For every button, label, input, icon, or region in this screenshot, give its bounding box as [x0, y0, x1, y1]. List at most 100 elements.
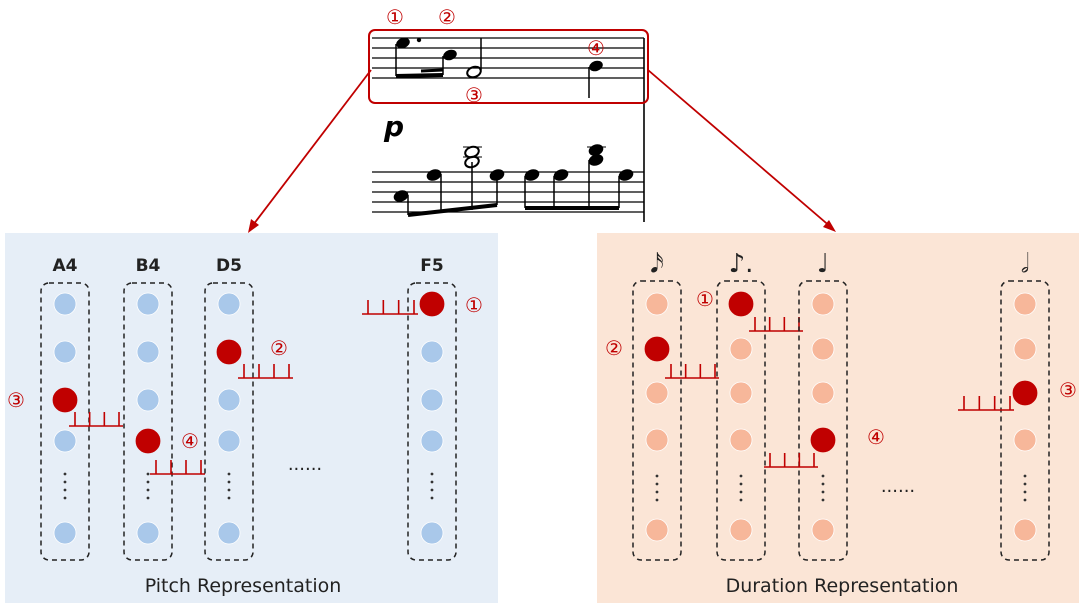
- vertical-ellipsis-dot: [655, 482, 659, 486]
- dynamic-marking: p: [383, 110, 404, 143]
- vertical-ellipsis-dot: [63, 488, 67, 492]
- unit-dot: [217, 521, 241, 545]
- unit-dot: [53, 429, 77, 453]
- unit-dot: [136, 340, 160, 364]
- arrow-to-duration: [647, 69, 833, 229]
- unit-dot: [53, 521, 77, 545]
- vertical-ellipsis-dot: [146, 480, 150, 484]
- duration-activation-ruler: [764, 453, 818, 468]
- arrow-head-left-icon: [248, 219, 259, 233]
- bass-staff: [372, 171, 644, 213]
- vertical-ellipsis-dot: [430, 496, 434, 500]
- pitch-column-3: D5②: [204, 256, 293, 561]
- unit-dot: [420, 388, 444, 412]
- unit-dot: [53, 340, 77, 364]
- pitch-marker: ②: [270, 336, 288, 360]
- vertical-ellipsis-dot: [821, 498, 825, 502]
- unit-dot: [811, 381, 835, 405]
- vertical-ellipsis-dot: [430, 480, 434, 484]
- vertical-ellipsis-dot: [227, 472, 231, 476]
- pitch-column-box: [123, 282, 173, 561]
- pitch-panel: [5, 233, 498, 603]
- unit-dot: [729, 337, 753, 361]
- vertical-ellipsis-dot: [655, 498, 659, 502]
- pitch-caption: Pitch Representation: [145, 575, 342, 597]
- vertical-ellipsis-dot: [739, 482, 743, 486]
- unit-dot: [136, 388, 160, 412]
- unit-dot: [729, 428, 753, 452]
- duration-column-box: [1000, 280, 1050, 561]
- quarter-note-icon: ♩: [817, 249, 829, 279]
- vertical-ellipsis-dot: [655, 474, 659, 478]
- vertical-ellipsis-dot: [430, 472, 434, 476]
- vertical-ellipsis-dot: [821, 482, 825, 486]
- unit-dot: [645, 518, 669, 542]
- unit-dot: [1013, 428, 1037, 452]
- vertical-ellipsis-dot: [1023, 490, 1027, 494]
- duration-column-3: ♩④: [764, 249, 885, 561]
- active-unit-dot: [728, 291, 754, 317]
- unit-dot: [645, 381, 669, 405]
- pitch-activation-ruler: [238, 364, 293, 379]
- connector-arrows: [248, 69, 836, 233]
- vertical-ellipsis-dot: [739, 498, 743, 502]
- active-unit-dot: [644, 336, 670, 362]
- highlight-box: [368, 29, 649, 104]
- callout-3: ③: [465, 83, 483, 107]
- duration-column-1: 𝅘𝅥𝅯②: [605, 249, 719, 561]
- callout-1: ①: [386, 5, 404, 29]
- pitch-label-b4: B4: [136, 256, 161, 276]
- active-unit-dot: [1012, 380, 1038, 406]
- unit-dot: [811, 337, 835, 361]
- pitch-column-4: F5①: [362, 256, 483, 561]
- pitch-marker: ③: [7, 388, 25, 412]
- duration-marker: ①: [696, 287, 714, 311]
- arrow-head-right-icon: [823, 220, 836, 232]
- active-unit-dot: [419, 291, 445, 317]
- duration-caption: Duration Representation: [726, 575, 959, 597]
- unit-dot: [811, 292, 835, 316]
- vertical-ellipsis-dot: [1023, 498, 1027, 502]
- pitch-marker: ④: [181, 429, 199, 453]
- pitch-label-a4: A4: [53, 256, 78, 276]
- duration-column-box: [632, 280, 682, 561]
- vertical-ellipsis-dot: [821, 474, 825, 478]
- callout-2: ②: [438, 5, 456, 29]
- vertical-ellipsis-dot: [1023, 474, 1027, 478]
- unit-dot: [136, 292, 160, 316]
- unit-dot: [420, 340, 444, 364]
- callout-4: ④: [587, 36, 605, 60]
- pitch-marker: ①: [465, 293, 483, 317]
- unit-dot: [217, 388, 241, 412]
- duration-column-box: [798, 280, 848, 561]
- treble-notes: [395, 37, 603, 98]
- vertical-ellipsis-dot: [63, 472, 67, 476]
- pitch-column-box: [407, 282, 457, 561]
- unit-dot: [53, 292, 77, 316]
- unit-dot: [136, 521, 160, 545]
- half-note-icon: 𝅗𝅥: [1021, 249, 1029, 279]
- vertical-ellipsis-dot: [739, 490, 743, 494]
- unit-dot: [729, 381, 753, 405]
- vertical-ellipsis-dot: [1023, 482, 1027, 486]
- unit-dot: [811, 518, 835, 542]
- duration-marker: ④: [867, 425, 885, 449]
- vertical-ellipsis-dot: [146, 496, 150, 500]
- vertical-ellipsis-dot: [227, 488, 231, 492]
- unit-dot: [1013, 292, 1037, 316]
- active-unit-dot: [810, 427, 836, 453]
- vertical-ellipsis-dot: [821, 490, 825, 494]
- vertical-ellipsis-dot: [227, 480, 231, 484]
- duration-activation-ruler: [958, 396, 1014, 411]
- duration-marker: ③: [1059, 378, 1077, 402]
- duration-panel: [597, 233, 1079, 603]
- vertical-ellipsis-dot: [430, 488, 434, 492]
- unit-dot: [645, 428, 669, 452]
- unit-dot: [420, 429, 444, 453]
- unit-dot: [645, 292, 669, 316]
- duration-representation: 𝅘𝅥𝅯②♪.①♩④𝅗𝅥③: [605, 249, 1077, 561]
- unit-dot: [420, 521, 444, 545]
- bass-notes: [393, 144, 634, 217]
